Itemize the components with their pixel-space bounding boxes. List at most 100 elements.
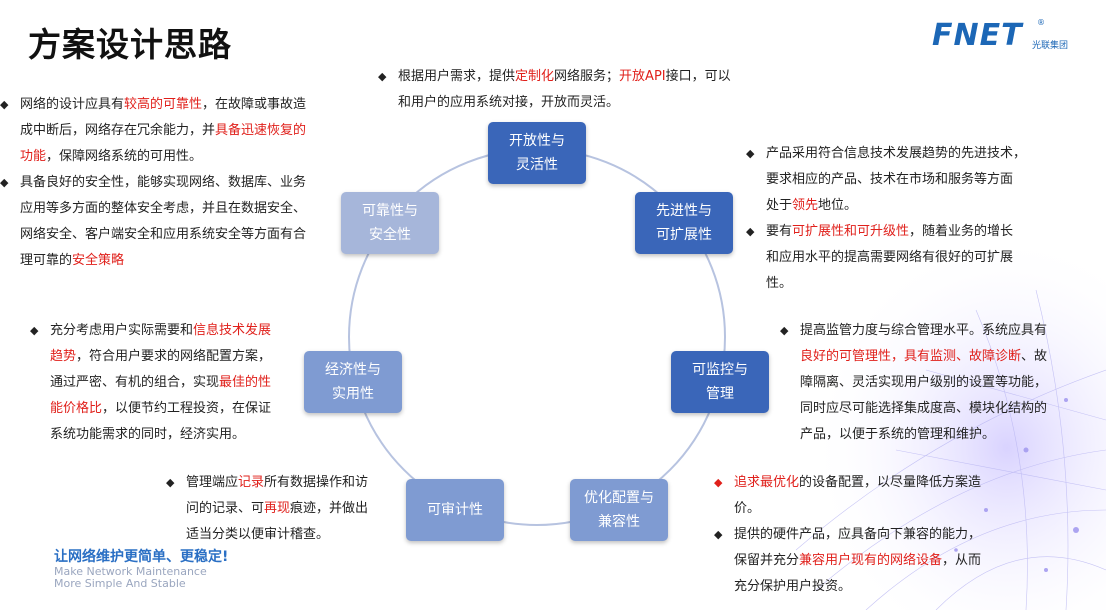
node-open-line1: 开放性与 — [509, 133, 565, 149]
text-line: 系统功能需求的同时，经济实用。 — [50, 427, 246, 442]
text-line: 问的记录、可再现痕迹，并做出 — [166, 496, 406, 522]
text-line: 保留并充分兼容用户现有的网络设备，从而 — [714, 548, 1044, 574]
text-advanced: ◆ 产品采用符合信息技术发展趋势的先进技术， 要求相应的产品、技术在市场和服务等… — [746, 141, 1046, 297]
logo-registered-mark: ® — [1037, 18, 1045, 27]
slogan-english-line2: More Simple And Stable — [54, 577, 186, 590]
highlight-text: 较高的可靠性 — [124, 97, 203, 112]
page-title: 方案设计思路 — [28, 25, 232, 64]
text-line: 应用等多方面的整体安全考虑，并且在数据安全、 — [20, 201, 307, 216]
slogan: 让网络维护更简单、更稳定! Make Network Maintenance M… — [54, 546, 228, 590]
text-fragment: 保留并充分 — [734, 553, 800, 568]
node-economy-line2: 实用性 — [332, 386, 374, 402]
diamond-bullet-icon: ◆ — [166, 476, 175, 489]
text-fragment: ，从而 — [942, 553, 982, 568]
text-line: 和用户的应用系统对接，开放而灵活。 — [398, 95, 620, 110]
text-fragment: 地位。 — [818, 198, 858, 213]
slogan-chinese: 让网络维护更简单、更稳定! — [54, 549, 229, 565]
text-fragment: 提供的硬件产品，应具备向下兼容的能力， — [734, 527, 982, 542]
text-fragment: 管理端应 — [186, 475, 239, 490]
text-line: 网络安全、客户端安全和应用系统安全等方面有合 — [20, 227, 307, 242]
bullet-item: ◆ 充分考虑用户实际需要和信息技术发展 — [30, 318, 300, 344]
text-fragment: 要有 — [766, 224, 793, 239]
text-fragment: 理可靠的 — [20, 253, 73, 268]
text-fragment: 网络的设计应具有 — [20, 97, 125, 112]
node-economy-line1: 经济性与 — [325, 362, 381, 378]
text-fragment: 痕迹，并做出 — [290, 501, 369, 516]
text-fragment: 处于 — [766, 198, 793, 213]
text-line: 趋势，符合用户要求的网络配置方案， — [30, 344, 300, 370]
highlight-text: 再现 — [264, 501, 291, 516]
highlight-text: 可扩展性和可升级性 — [792, 224, 910, 239]
highlight-text: 趋势 — [50, 349, 77, 364]
diamond-bullet-icon: ◆ — [746, 147, 755, 160]
text-fragment: 充分考虑用户实际需要和 — [50, 323, 194, 338]
node-open-line2: 灵活性 — [516, 157, 558, 173]
diamond-bullet-icon: ◆ — [30, 324, 39, 337]
text-line: 要求相应的产品、技术在市场和服务等方面 — [766, 172, 1014, 187]
text-line: 充分保护用户投资。 — [734, 579, 852, 594]
highlight-text: 功能 — [20, 149, 47, 164]
text-fragment: ，在故障或事故造 — [202, 97, 307, 112]
highlight-text: 安全策略 — [72, 253, 125, 268]
text-line: 通过严密、有机的组合，实现最佳的性 — [30, 370, 300, 396]
diamond-bullet-icon: ◆ — [378, 70, 387, 83]
text-fragment: ，以便节约工程投资，在保证 — [102, 401, 272, 416]
text-open: ◆ 根据用户需求，提供定制化网络服务；开放API接口，可以 和用户的应用系统对接… — [378, 64, 778, 116]
text-audit: ◆ 管理端应记录所有数据操作和访 问的记录、可再现痕迹，并做出 适当分类以便审计… — [166, 470, 406, 548]
highlight-text: 记录 — [238, 475, 265, 490]
diamond-bullet-icon: ◆ — [780, 324, 789, 337]
text-fragment: ，随着业务的增长 — [909, 224, 1014, 239]
text-fragment: ，保障网络系统的可用性。 — [46, 149, 203, 164]
logo-mark: FNET — [932, 18, 1023, 53]
node-reliable-line1: 可靠性与 — [362, 203, 418, 219]
node-advanced-line2: 可扩展性 — [656, 227, 712, 243]
bullet-item: ◆ 具备良好的安全性，能够实现网络、数据库、业务 — [0, 170, 340, 196]
text-line: 处于领先地位。 — [746, 193, 1046, 219]
node-optimize-compatible: 优化配置与兼容性 — [570, 479, 668, 541]
text-line: 成中断后，网络存在冗余能力，并具备迅速恢复的 — [0, 118, 340, 144]
highlight-text: 具备迅速恢复的 — [215, 123, 307, 138]
text-fragment: 接口，可以 — [665, 69, 731, 84]
text-reliable: ◆ 网络的设计应具有较高的可靠性，在故障或事故造 成中断后，网络存在冗余能力，并… — [0, 92, 340, 274]
text-line: 性。 — [766, 276, 793, 291]
highlight-text: 信息技术发展 — [193, 323, 272, 338]
text-fragment: 产品采用符合信息技术发展趋势的先进技术， — [766, 146, 1027, 161]
slogan-english-line1: Make Network Maintenance — [54, 565, 207, 578]
text-line: 和应用水平的提高需要网络有很好的可扩展 — [766, 250, 1014, 265]
diamond-bullet-icon: ◆ — [746, 225, 755, 238]
text-economy: ◆ 充分考虑用户实际需要和信息技术发展 趋势，符合用户要求的网络配置方案， 通过… — [30, 318, 300, 448]
highlight-text: 兼容用户现有的网络设备 — [799, 553, 943, 568]
diamond-bullet-icon: ◆ — [0, 176, 9, 189]
network-background-decoration — [776, 250, 1106, 610]
text-optimize: ◆ 追求最优化的设备配置，以尽量降低方案造 价。 ◆ 提供的硬件产品，应具备向下… — [714, 470, 1044, 600]
highlight-text: 领先 — [792, 198, 819, 213]
node-monitor-manage: 可监控与管理 — [671, 351, 769, 413]
bullet-item: ◆ 产品采用符合信息技术发展趋势的先进技术， — [746, 141, 1046, 167]
bullet-item: ◆ 管理端应记录所有数据操作和访 — [166, 470, 406, 496]
diamond-bullet-icon: ◆ — [0, 98, 9, 111]
node-reliable-line2: 安全性 — [369, 227, 411, 243]
node-optimize-line2: 兼容性 — [598, 514, 640, 530]
text-line: 能价格比，以便节约工程投资，在保证 — [30, 396, 300, 422]
highlight-text: 开放API — [619, 69, 666, 84]
highlight-text: 良好的可管理性，具有监测、故障诊断 — [800, 349, 1022, 364]
node-optimize-line1: 优化配置与 — [584, 490, 654, 506]
bullet-item: ◆ 追求最优化的设备配置，以尽量降低方案造 — [714, 470, 1044, 496]
node-economy-practical: 经济性与实用性 — [304, 351, 402, 413]
bullet-item: ◆ 提高监管力度与综合管理水平。系统应具有 — [780, 318, 1080, 344]
text-fragment: 的设备配置，以尽量降低方案造 — [799, 475, 982, 490]
node-advanced-scalable: 先进性与可扩展性 — [635, 192, 733, 254]
bullet-item: ◆ 提供的硬件产品，应具备向下兼容的能力， — [714, 522, 1044, 548]
diamond-bullet-icon: ◆ — [714, 528, 723, 541]
bullet-item: ◆ 根据用户需求，提供定制化网络服务；开放API接口，可以 — [378, 64, 778, 90]
text-line: 障隔离、灵活实现用户级别的设置等功能， — [800, 375, 1048, 390]
node-monitor-line1: 可监控与 — [692, 362, 748, 378]
text-line: 功能，保障网络系统的可用性。 — [0, 144, 340, 170]
text-line: 理可靠的安全策略 — [0, 248, 340, 274]
text-fragment: 具备良好的安全性，能够实现网络、数据库、业务 — [20, 175, 307, 190]
text-fragment: 根据用户需求，提供 — [398, 69, 516, 84]
text-fragment: 、故 — [1021, 349, 1048, 364]
text-fragment: 提高监管力度与综合管理水平。系统应具有 — [800, 323, 1048, 338]
highlight-text: 定制化 — [515, 69, 555, 84]
text-line: 同时应尽可能选择集成度高、模块化结构的 — [800, 401, 1048, 416]
